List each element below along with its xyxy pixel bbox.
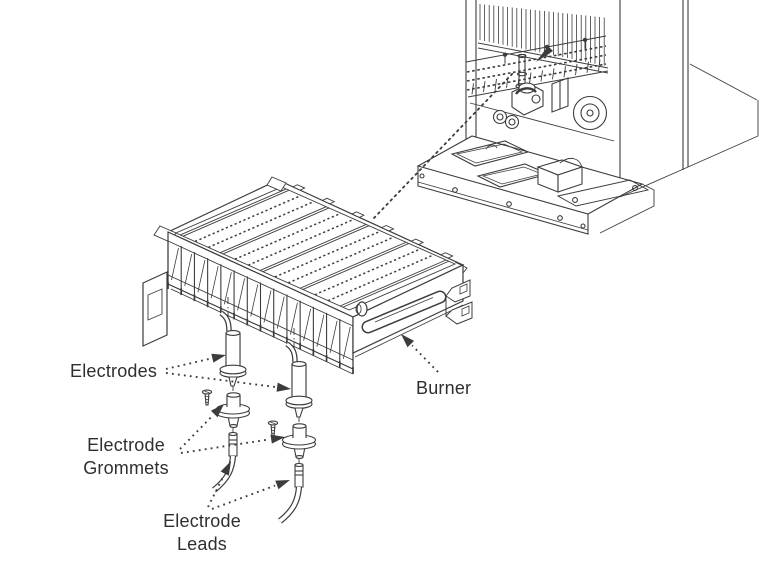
burner-label: Burner — [416, 377, 471, 400]
callout-leader-lines — [165, 334, 439, 510]
heat-exchanger-fins — [479, 4, 605, 66]
electrode-grommets-label-line2: Grommets — [83, 458, 169, 478]
electrode-grommets-label: Electrode Grommets — [72, 434, 180, 480]
burner-mounting-tabs — [445, 279, 473, 325]
electrodes-label: Electrodes — [70, 360, 157, 383]
base-tray — [416, 135, 655, 235]
electrode-grommets-label-line1: Electrode — [87, 435, 165, 455]
burner-install-leader-line — [373, 71, 515, 219]
burner-assembly-drawing — [142, 176, 473, 375]
burner-label-text: Burner — [416, 378, 472, 398]
electrode-assembly-left — [202, 297, 249, 490]
ignition-rings — [492, 109, 520, 130]
burner-install-arrow — [536, 46, 553, 62]
electrode-leads-label-line1: Electrode — [163, 511, 241, 531]
condensate-trap-box — [536, 157, 584, 193]
blower-fan — [572, 95, 608, 131]
electrodes-label-text: Electrodes — [70, 361, 158, 381]
gas-valve-and-manifold — [511, 53, 569, 116]
boiler-unit-drawing — [416, 0, 759, 235]
electrode-leads-label-line2: Leads — [176, 534, 228, 554]
electrode-assembly-right — [268, 328, 315, 521]
burner-end-cap — [142, 271, 168, 347]
burner-side-face — [352, 264, 464, 369]
electrode-leads-label: Electrode Leads — [152, 510, 252, 556]
burner-front-slots — [167, 231, 354, 375]
